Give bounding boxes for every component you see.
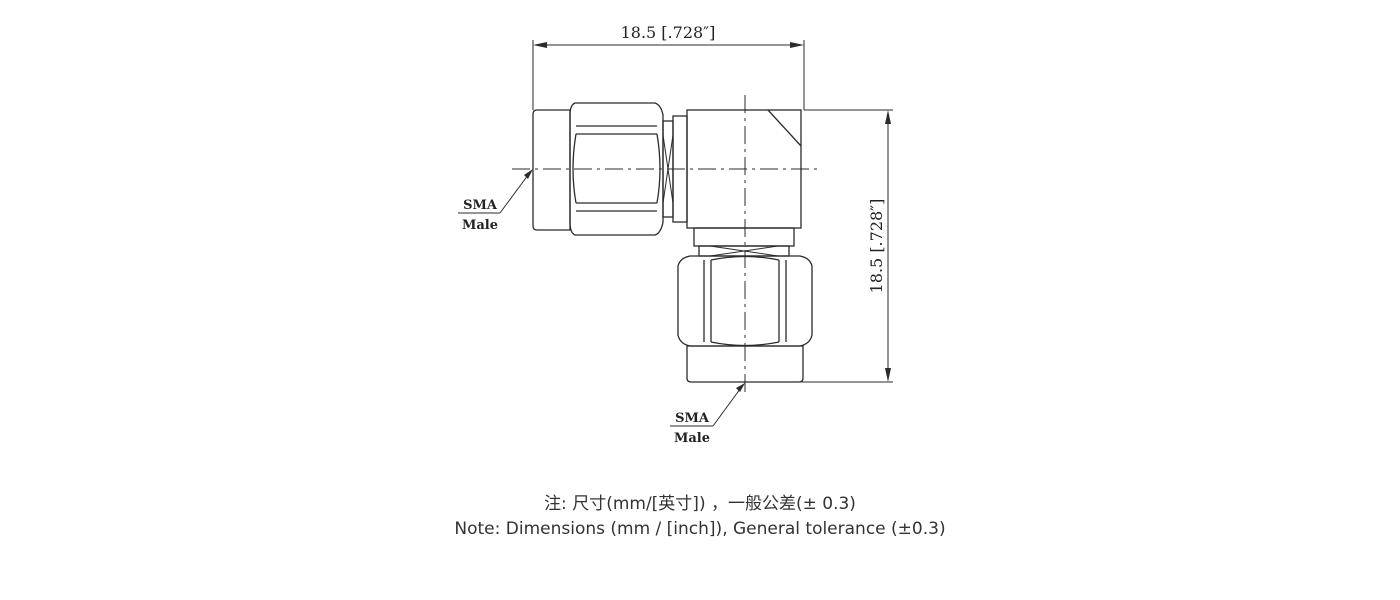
note-english: Note: Dimensions (mm / [inch]), General … bbox=[454, 519, 946, 539]
left-label-leader: SMA Male bbox=[458, 169, 533, 233]
note-chinese: 注: 尺寸(mm/[英寸]) ，一般公差(± 0.3) bbox=[544, 494, 856, 514]
center-lines bbox=[512, 95, 820, 392]
horizontal-dimension: 18.5 [.728″] bbox=[532, 23, 805, 110]
horizontal-dimension-label: 18.5 [.728″] bbox=[621, 23, 716, 42]
left-label-type: SMA bbox=[463, 198, 498, 213]
technical-drawing: 18.5 [.728″] 18.5 [.728″] bbox=[458, 23, 893, 446]
bottom-label-type: SMA bbox=[675, 411, 710, 426]
bottom-label-leader: SMA Male bbox=[670, 383, 745, 446]
notes-block: 注: 尺寸(mm/[英寸]) ，一般公差(± 0.3) Note: Dimens… bbox=[0, 492, 1400, 542]
elbow-body bbox=[686, 109, 802, 247]
vertical-dimension: 18.5 [.728″] bbox=[800, 109, 893, 383]
bottom-label-gender: Male bbox=[674, 431, 710, 446]
left-label-gender: Male bbox=[462, 218, 498, 233]
vertical-dimension-label: 18.5 [.728″] bbox=[867, 199, 886, 294]
